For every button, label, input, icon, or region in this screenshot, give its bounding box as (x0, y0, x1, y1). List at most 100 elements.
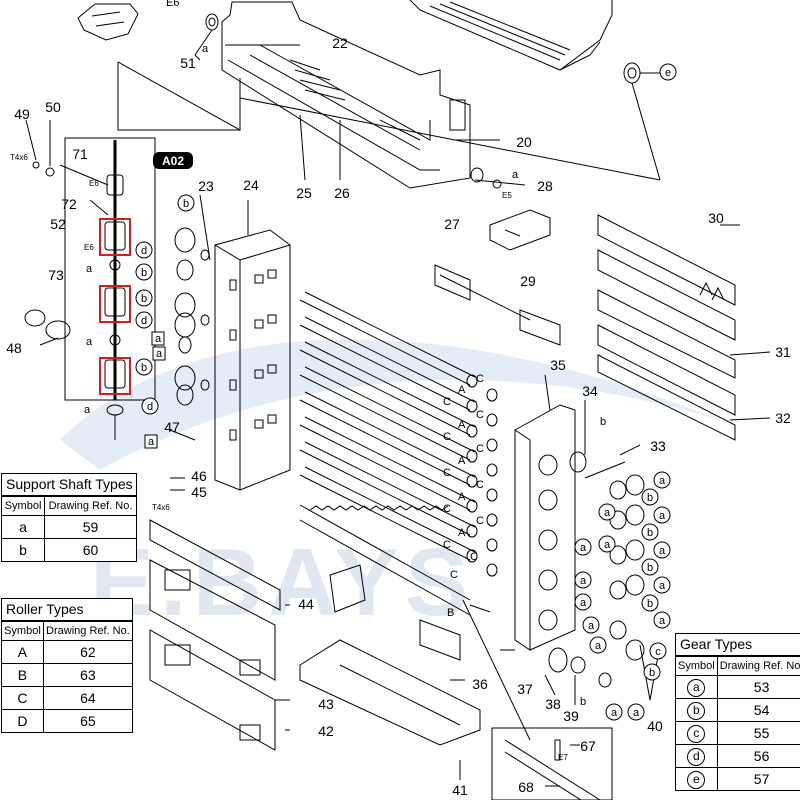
symbol-circle-a: a (582, 616, 600, 634)
ref-cell: 62 (42, 640, 132, 664)
label-e5: E5 (502, 191, 512, 200)
column-header-symbol: Symbol (2, 496, 46, 516)
symbol-cell: C (2, 686, 44, 710)
label-roller-C: C (476, 373, 484, 385)
callout-44: 44 (298, 596, 314, 612)
symbol-circle-d: d (141, 397, 159, 415)
svg-text:a: a (659, 475, 666, 487)
callout-30: 30 (708, 210, 724, 226)
label-e6: E6 (84, 243, 94, 252)
label-roller-C: C (443, 503, 451, 515)
symbol-circle-a: a (589, 636, 607, 654)
label-roller-A: A (458, 384, 466, 396)
callout-36: 36 (472, 676, 488, 692)
callout-20: 20 (516, 134, 532, 150)
svg-text:a: a (580, 597, 587, 609)
table-title: Gear Types (676, 634, 800, 656)
svg-text:a: a (156, 348, 163, 360)
callout-43: 43 (318, 696, 334, 712)
label-b: b (580, 696, 586, 708)
ref-cell: 54 (716, 698, 800, 722)
symbol-box-a: a (144, 434, 158, 449)
ref-cell: 60 (44, 538, 136, 561)
support-shaft-assembly (59, 137, 156, 401)
block-label: A02 (153, 152, 193, 169)
label-roller-C: C (476, 515, 484, 527)
bracket-27 (434, 264, 561, 346)
callout-34: 34 (582, 383, 598, 399)
symbol-circle-b: b (135, 358, 153, 376)
svg-text:a: a (595, 640, 602, 652)
label-t4x6: T4x6 (10, 153, 28, 162)
symbol-circle-b: b (641, 523, 659, 541)
symbol-cell: c (676, 721, 718, 745)
column-header-ref: Drawing Ref. No. (716, 656, 800, 676)
symbol-circle-a: a (574, 571, 592, 589)
svg-text:a: a (588, 620, 595, 632)
callout-38: 38 (545, 696, 561, 712)
gear-table: Gear Types Symbol Drawing Ref. No. a 53 … (675, 633, 800, 791)
label-a: a (86, 263, 93, 275)
svg-text:a: a (580, 542, 587, 554)
svg-text:c: c (655, 646, 661, 658)
symbol-cell: a (2, 515, 46, 539)
bracket-29 (489, 209, 551, 251)
column-header-ref: Drawing Ref. No. (44, 496, 136, 516)
rollers (299, 291, 498, 577)
callout-49: 49 (14, 106, 30, 122)
table-title: Roller Types (2, 599, 132, 621)
label-roller-C: C (476, 409, 484, 421)
callout-48: 48 (6, 340, 22, 356)
callout-72: 72 (61, 196, 77, 212)
side-plate-35 (514, 404, 576, 651)
symbol-circle-b: b (135, 263, 153, 281)
symbol-cell: b (2, 538, 46, 561)
table-row: C 64 (2, 686, 132, 710)
symbol-circle-a: a (627, 703, 645, 721)
symbol-circle-a: a (653, 506, 671, 524)
highlight-box (99, 218, 131, 256)
geared-roller-B (299, 504, 491, 616)
symbol-circle: c (687, 724, 706, 743)
symbol-circle-b: b (177, 194, 195, 212)
svg-text:b: b (647, 562, 653, 574)
label-e7: E7 (558, 753, 568, 762)
symbol-circle-d: d (135, 311, 153, 329)
watermark: E.BAYS (60, 339, 720, 636)
side-plate-24 (214, 229, 291, 491)
callout-25: 25 (296, 185, 312, 201)
ref-cell: 64 (42, 686, 132, 710)
symbol-cell: a (676, 675, 718, 699)
table-row: a 53 (676, 675, 800, 699)
symbol-circle-a: a (598, 535, 616, 553)
callout-33: 33 (650, 438, 666, 454)
callout-68: 68 (518, 779, 534, 795)
symbol-circle: d (687, 747, 706, 766)
callout-71: 71 (72, 146, 88, 162)
svg-text:d: d (147, 401, 153, 413)
symbol-circle-b: b (641, 488, 659, 506)
gear-part-e (623, 62, 641, 84)
table-row: A 62 (2, 640, 132, 664)
table-row: b 60 (2, 538, 136, 561)
gear-part-51 (205, 13, 219, 31)
callout-31: 31 (775, 344, 791, 360)
svg-text:b: b (141, 267, 147, 279)
symbol-circle: e (687, 770, 706, 789)
label-b: b (600, 416, 606, 428)
symbol-circle-a: a (574, 538, 592, 556)
label-a: a (202, 43, 209, 55)
guide-plates (597, 214, 736, 441)
svg-text:b: b (647, 598, 653, 610)
assembly-leader (117, 61, 241, 131)
table-row: b 54 (676, 698, 800, 722)
svg-text:a: a (659, 510, 666, 522)
label-roller-C: C (443, 539, 451, 551)
svg-text:a: a (633, 707, 640, 719)
table-row: a 59 (2, 515, 136, 539)
highlight-box (99, 357, 131, 395)
callout-73: 73 (48, 267, 64, 283)
ref-cell: 65 (42, 709, 132, 732)
tray-41 (299, 639, 481, 746)
